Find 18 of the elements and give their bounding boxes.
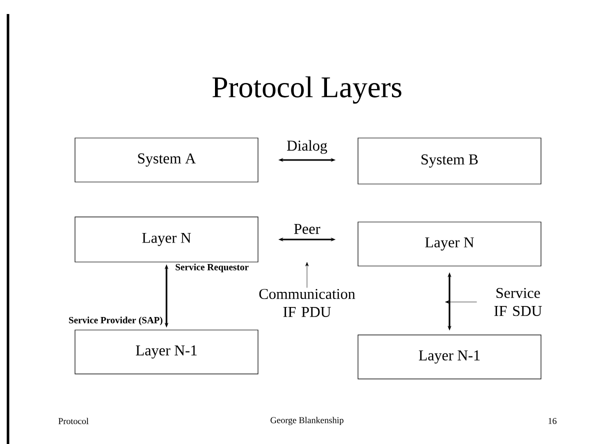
layer-box: System B [358,138,542,184]
callout-text: Service Provider (SAP) [69,316,162,326]
edge-label: Peer [292,223,322,235]
slide-title: Protocol Layers [212,76,402,104]
layer-box: System A [74,138,258,182]
page-number: 16 [548,418,557,424]
layer-box: Layer N [74,216,258,262]
footer-text: George Blankenship [270,416,344,426]
edge-label: Dialog [286,139,328,155]
leader-line [445,300,477,304]
footer-text: Protocol [58,418,89,424]
callout-text: Service Requestor [176,264,249,272]
annotation-text: Service IF SDU [494,288,542,316]
layer-box: Layer N-1 [74,330,258,374]
layer-box: Layer N [358,222,542,266]
leader-line [305,262,309,288]
annotation-text: Communication IF PDU [259,288,356,318]
layer-box: Layer N-1 [358,334,542,380]
